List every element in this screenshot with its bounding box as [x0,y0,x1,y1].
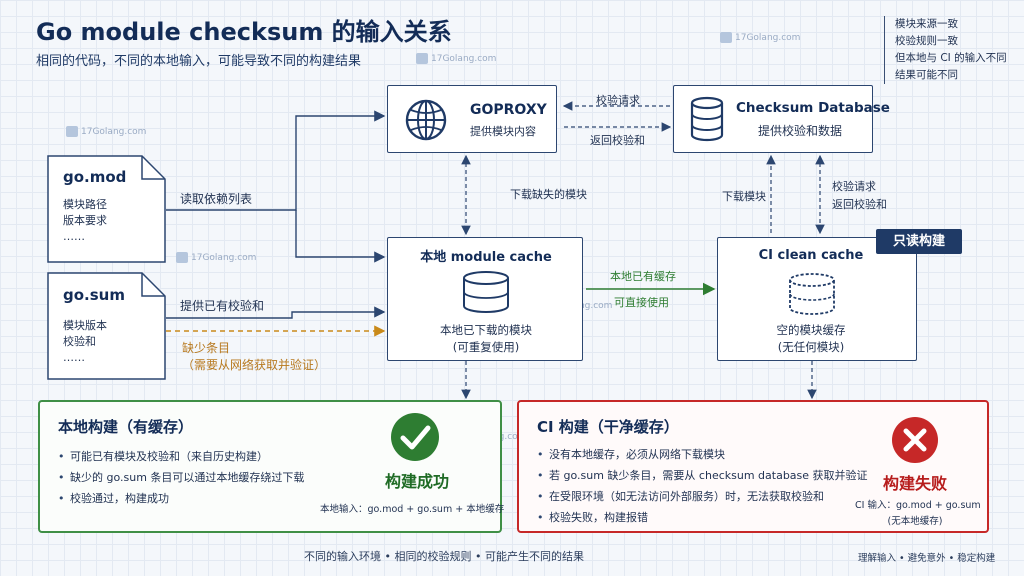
local-build-bullet: 缺少的 go.sum 条目可以通过本地缓存绕过下载 [58,467,304,488]
download-missing-label: 下载缺失的模块 [510,188,587,201]
side-note-line: 校验规则一致 [895,35,958,47]
footer-tagline: 理解输入 • 避免意外 • 稳定构建 [858,553,996,564]
goproxy-desc: 提供模块内容 [470,125,536,138]
gomod-lines: 模块路径 版本要求 …… [63,197,107,245]
side-note-line: 但本地与 CI 的输入不同 [895,52,1007,64]
readonly-badge-label: 只读构建 [892,234,945,249]
empty-database-icon [789,273,835,315]
ci-build-status: 构建失败 [882,474,947,493]
local-build-panel: 本地构建（有缓存） 可能已有模块及校验和（来自历史构建） 缺少的 go.sum … [38,400,505,533]
local-build-title: 本地构建（有缓存） [58,418,194,436]
local-cache-title: 本地 module cache [420,250,552,265]
gosum-document-shape [47,272,166,380]
ci-build-bullets: 没有本地缓存，必须从网络下载模块 若 go.sum 缺少条目，需要从 check… [537,444,868,528]
ci-build-inputs: CI 输入：go.mod + go.sum [855,500,981,511]
local-build-status: 构建成功 [384,472,449,491]
ci-build-bullet: 没有本地缓存，必须从网络下载模块 [537,444,868,465]
cross-icon [892,417,938,463]
gosum-line: 校验和 [63,335,96,348]
ci-cache-note: (无任何模块) [777,340,845,354]
local-build-bullet: 校验通过，构建成功 [58,488,304,509]
watermark-logo-icon [66,126,78,137]
ci-cache-node: CI clean cache 空的模块缓存 (无任何模块) [717,237,917,361]
watermark-logo-icon [416,53,428,64]
watermark: 17Golang.com [720,32,800,43]
ci-build-bullet: 在受限环境（如无法访问外部服务）时，无法获取校验和 [537,486,868,507]
footer-summary: 不同的输入环境 • 相同的校验规则 • 可能产生不同的结果 [304,550,584,563]
page-subtitle: 相同的代码，不同的本地输入，可能导致不同的构建结果 [36,54,362,69]
local-build-bullets: 可能已有模块及校验和（来自历史构建） 缺少的 go.sum 条目可以通过本地缓存… [58,446,304,509]
verify-request-label: 校验请求 [596,94,640,107]
missing-entry-label: 缺少条目 [182,341,231,355]
has-cache-label: 本地已有缓存 [610,270,676,283]
watermark: 17Golang.com [66,126,146,137]
gomod-line: 模块路径 [63,198,107,211]
checksum-db-node: Checksum Database 提供校验和数据 [673,85,890,153]
read-deps-label: 读取依赖列表 [180,192,253,206]
database-icon [463,271,509,313]
watermark: 17Golang.com [176,252,256,263]
local-cache-note: (可重复使用) [452,340,520,354]
ci-build-inputs-note: (无本地缓存) [887,516,943,527]
gomod-title: go.mod [63,168,127,186]
ci-build-title: CI 构建（干净缓存） [537,418,679,436]
watermark-logo-icon [176,252,188,263]
missing-entry-note: （需要从网络获取并验证） [182,358,327,372]
local-build-bullet: 可能已有模块及校验和（来自历史构建） [58,446,304,467]
database-icon [690,96,724,142]
checksum-db-desc: 提供校验和数据 [758,124,843,138]
page-title: Go module checksum 的输入关系 [36,18,452,46]
checkmark-icon [391,413,439,461]
gosum-line: 模块版本 [63,319,107,332]
gosum-lines: 模块版本 校验和 …… [63,318,107,366]
local-cache-node: 本地 module cache 本地已下载的模块 (可重复使用) [387,237,583,361]
gosum-title: go.sum [63,286,125,304]
ci-build-panel: CI 构建（干净缓存） 没有本地缓存，必须从网络下载模块 若 go.sum 缺少… [517,400,989,533]
readonly-badge: 只读构建 [876,229,962,254]
globe-icon [405,99,447,141]
watermark: 17Golang.com [416,53,496,64]
gomod-document-shape [47,155,166,263]
gomod-line: …… [63,230,85,243]
side-note: 模块来源一致 校验规则一致 但本地与 CI 的输入不同 结果可能不同 [884,16,1024,84]
return-checksum-label: 返回校验和 [590,134,645,147]
provide-checksum-label: 提供已有校验和 [180,299,265,313]
goproxy-node: GOPROXY 提供模块内容 [387,85,557,153]
provide-checksum-arrow [166,306,386,319]
checksum-db-title: Checksum Database [736,100,890,116]
use-directly-label: 可直接使用 [614,296,669,309]
ci-return-checksum-label: 返回校验和 [832,198,887,211]
read-deps-to-cache-arrow [295,210,386,263]
ci-build-bullet: 校验失败，构建报错 [537,507,868,528]
read-deps-arrow [166,110,386,211]
side-note-line: 结果可能不同 [895,69,958,81]
gosum-line: …… [63,351,85,364]
gomod-line: 版本要求 [63,214,107,227]
goproxy-title: GOPROXY [470,102,547,118]
watermark-logo-icon [720,32,732,43]
ci-cache-desc: 空的模块缓存 [776,323,846,337]
side-note-line: 模块来源一致 [895,18,958,30]
download-module-label: 下载模块 [722,190,766,203]
ci-verify-request-label: 校验请求 [832,180,876,193]
local-cache-desc: 本地已下载的模块 [440,323,532,337]
ci-cache-title: CI clean cache [758,248,864,263]
local-build-inputs: 本地输入：go.mod + go.sum + 本地缓存 [320,504,505,515]
ci-build-bullet: 若 go.sum 缺少条目，需要从 checksum database 获取并验… [537,465,868,486]
